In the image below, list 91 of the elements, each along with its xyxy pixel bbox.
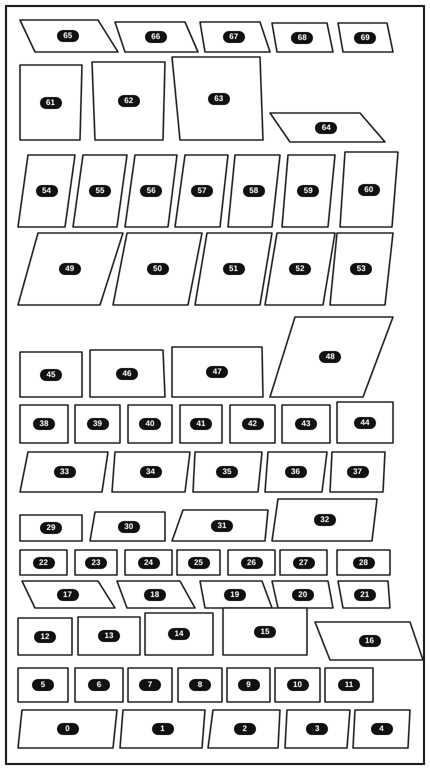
panel-outline <box>127 667 173 703</box>
number-badge: 47 <box>206 366 228 378</box>
panel-outline <box>199 580 273 609</box>
panel-outline <box>114 21 199 53</box>
panel-outline <box>19 549 68 576</box>
number-badge: 40 <box>139 418 161 430</box>
panel-outline <box>74 549 118 576</box>
number-badge: 53 <box>350 263 372 275</box>
panel-outline <box>336 549 391 576</box>
number-badge: 56 <box>140 185 162 197</box>
panel-outline <box>72 154 128 228</box>
number-badge: 3 <box>306 723 328 735</box>
panel-outline <box>111 451 191 493</box>
panel-outline <box>144 612 214 656</box>
panel-outline <box>19 451 109 493</box>
panel-outline <box>19 19 119 53</box>
panel-outline <box>284 709 351 749</box>
panel-outline <box>269 316 394 398</box>
panel-outline <box>339 151 399 228</box>
number-badge: 43 <box>295 418 317 430</box>
panel-outline <box>174 154 229 228</box>
panel-outline <box>207 709 281 749</box>
panel-outline <box>19 351 83 398</box>
panel-outline <box>177 667 223 703</box>
panel-outline <box>229 404 276 444</box>
panel-outline <box>74 404 121 444</box>
number-badge: 14 <box>168 628 190 640</box>
panel-outline <box>281 154 336 228</box>
panel-outline <box>19 404 69 444</box>
panel-outline <box>89 511 166 542</box>
panel-outline <box>274 667 321 703</box>
panel-outline <box>19 64 83 141</box>
number-badge: 11 <box>338 679 360 691</box>
panel-outline <box>171 509 269 542</box>
panel-outline <box>176 549 221 576</box>
panel-outline <box>17 232 124 306</box>
panel-outline <box>194 232 273 306</box>
panel-outline <box>329 451 386 493</box>
panel-outline <box>171 346 264 398</box>
panel-outline <box>337 580 391 609</box>
panel-outline <box>269 112 386 143</box>
panel-outline <box>264 451 328 493</box>
number-badge: 52 <box>289 263 311 275</box>
panel-outline <box>17 617 73 656</box>
panel-outline <box>279 549 328 576</box>
panel-outline <box>271 498 378 542</box>
number-badge: 48 <box>319 351 342 363</box>
panel-outline <box>116 580 196 609</box>
panel-outline <box>271 22 334 53</box>
number-badge: 7 <box>139 679 161 691</box>
panel-outline <box>17 667 69 703</box>
panel-outline <box>179 404 223 444</box>
number-badge: 6 <box>88 679 110 691</box>
panel-outline <box>199 21 271 53</box>
number-badge: 35 <box>216 466 238 478</box>
panel-outline <box>19 514 83 542</box>
number-badge: 59 <box>297 185 320 197</box>
panel-outline <box>21 580 116 609</box>
panel-outline <box>337 22 394 53</box>
panel-outline <box>124 154 178 228</box>
number-badge: 38 <box>33 418 55 430</box>
panel-outline <box>171 56 264 141</box>
number-badge: 57 <box>191 185 213 197</box>
panel-outline <box>281 404 331 444</box>
panel-outline <box>271 580 334 609</box>
panel-outline <box>17 709 118 749</box>
number-badge: 41 <box>190 418 212 430</box>
panel-outline <box>226 667 271 703</box>
panel-outline <box>74 667 124 703</box>
number-badge: 13 <box>98 630 120 642</box>
panel-outline <box>89 349 166 398</box>
panel-outline <box>314 621 424 661</box>
panel-outline <box>127 404 173 444</box>
panel-outline <box>227 154 281 228</box>
panel-outline <box>336 401 394 444</box>
number-badge: 8 <box>189 679 211 691</box>
number-badge: 55 <box>89 185 111 197</box>
panel-outline <box>329 232 394 306</box>
number-badge: 29 <box>40 522 62 534</box>
panel-outline <box>77 616 141 656</box>
panel-outline <box>17 154 76 228</box>
panel-outline <box>112 232 203 306</box>
panel-outline <box>324 667 374 703</box>
panel-outline <box>91 61 166 141</box>
panel-outline <box>124 549 173 576</box>
panel-outline <box>227 549 276 576</box>
panel-outline <box>119 709 206 749</box>
panel-outline <box>352 709 411 749</box>
panel-outline <box>264 232 336 306</box>
number-badge: 5 <box>32 679 54 691</box>
panel-outline <box>192 451 263 493</box>
